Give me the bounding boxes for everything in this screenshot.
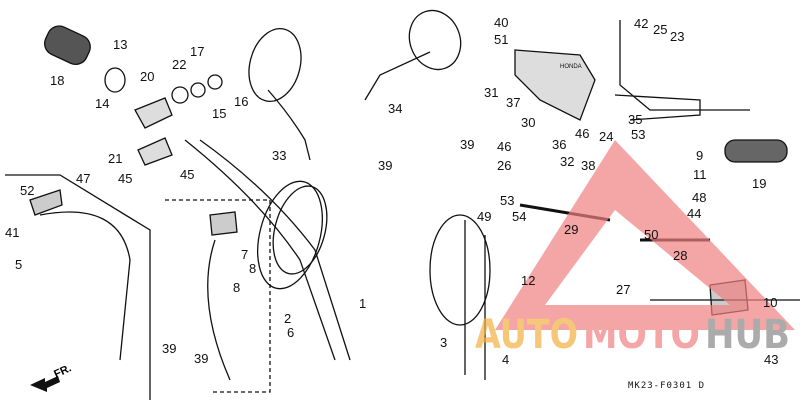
part-number-label: 35 — [628, 112, 642, 127]
part-number-label: 2 — [284, 311, 291, 326]
part-number-label: 18 — [50, 73, 64, 88]
part-number-label: 20 — [140, 69, 154, 84]
part-number-label: 47 — [76, 171, 90, 186]
part-number-label: 6 — [287, 325, 294, 340]
part-number-label: 31 — [484, 85, 498, 100]
part-number-label: 46 — [575, 126, 589, 141]
part-number-label: 23 — [670, 29, 684, 44]
part-number-label: 30 — [521, 115, 535, 130]
watermark-logo: AUTO MOTO HUB — [475, 140, 795, 358]
part-number-label: 50 — [644, 227, 658, 242]
part-number-label: 11 — [693, 167, 707, 182]
front-direction-arrow: FR. — [30, 362, 73, 392]
left-mirror-drawing — [248, 28, 311, 161]
part-number-label: 28 — [673, 248, 687, 263]
part-number-label: 51 — [494, 32, 508, 47]
part-number-label: 5 — [15, 257, 22, 272]
part-number-label: 32 — [560, 154, 574, 169]
part-number-label: 33 — [272, 148, 286, 163]
part-number-label: 26 — [497, 158, 511, 173]
section-divider — [619, 20, 750, 111]
part-number-label: 53 — [500, 193, 514, 208]
washer-drawing — [207, 74, 223, 90]
part-number-label: 43 — [764, 352, 778, 367]
right-grip-drawing — [724, 139, 788, 163]
part-number-label: 10 — [763, 295, 777, 310]
part-number-label: 34 — [388, 101, 402, 116]
part-number-label: 24 — [599, 129, 613, 144]
cable-loop-drawing — [257, 180, 323, 290]
part-number-label: 39 — [378, 158, 392, 173]
bracket-outline — [614, 94, 701, 121]
arrow-icon — [30, 376, 60, 392]
cable-loop-drawing — [429, 214, 491, 326]
part-number-label: 21 — [108, 151, 122, 166]
part-number-label: 1 — [359, 296, 366, 311]
part-number-label: 17 — [190, 44, 204, 59]
part-number-label: 39 — [162, 341, 176, 356]
pulley-drawing — [171, 86, 189, 104]
part-number-label: 54 — [512, 209, 526, 224]
reference-code: MK23-F0301 D — [628, 381, 705, 391]
part-number-label: 15 — [212, 106, 226, 121]
part-number-label: 4 — [502, 352, 509, 367]
part-number-label: 9 — [696, 148, 703, 163]
part-number-label: 52 — [20, 183, 34, 198]
part-number-label: 29 — [564, 222, 578, 237]
part-number-label: 45 — [180, 167, 194, 182]
part-number-label: 8 — [233, 280, 240, 295]
part-number-label: 25 — [653, 22, 667, 37]
part-number-label: 14 — [95, 96, 109, 111]
section-divider — [5, 174, 151, 400]
part-number-label: 19 — [752, 176, 766, 191]
part-number-label: 46 — [497, 139, 511, 154]
part-number-label: 48 — [692, 190, 706, 205]
watermark-text-auto: AUTO — [475, 312, 578, 358]
part-number-label: 38 — [581, 158, 595, 173]
switch-wire-drawing — [207, 239, 231, 381]
part-number-label: 53 — [631, 127, 645, 142]
part-number-label: 22 — [172, 57, 186, 72]
throttle-housing-drawing — [134, 97, 173, 129]
throttle-clamp-drawing — [137, 137, 173, 166]
part-number-label: 7 — [241, 247, 248, 262]
part-number-label: 41 — [5, 225, 19, 240]
handguard-drawing — [514, 49, 596, 121]
watermark-text-moto: MOTO — [583, 312, 700, 358]
ring-drawing — [190, 82, 206, 98]
cable-drawing — [184, 139, 336, 361]
mirror-brand-text: HONDA — [560, 64, 582, 70]
part-number-label: 16 — [234, 94, 248, 109]
part-number-label: 12 — [521, 273, 535, 288]
part-number-label: 44 — [687, 206, 701, 221]
left-grip-drawing — [44, 25, 126, 93]
left-switch-drawing — [209, 211, 238, 236]
part-number-label: 40 — [494, 15, 508, 30]
part-number-label: 8 — [249, 261, 256, 276]
direction-label: FR. — [52, 362, 73, 380]
part-number-label: 39 — [194, 351, 208, 366]
wire-drawing — [39, 211, 131, 361]
cable-drawing — [199, 139, 351, 361]
part-number-label: 49 — [477, 209, 491, 224]
cable-loop-drawing — [272, 185, 328, 275]
part-number-label: 3 — [440, 335, 447, 350]
part-number-label: 36 — [552, 137, 566, 152]
part-number-label: 45 — [118, 171, 132, 186]
right-mirror-drawing — [364, 9, 462, 101]
watermark-text-hub: HUB — [705, 312, 790, 358]
part-number-label: 13 — [113, 37, 127, 52]
switch-group-outline — [165, 199, 271, 393]
part-number-label: 37 — [506, 95, 520, 110]
part-number-label: 42 — [634, 16, 648, 31]
part-number-label: 27 — [616, 282, 630, 297]
watermark-triangle — [495, 140, 795, 330]
part-number-label: 39 — [460, 137, 474, 152]
clutch-switch-drawing — [29, 189, 63, 216]
